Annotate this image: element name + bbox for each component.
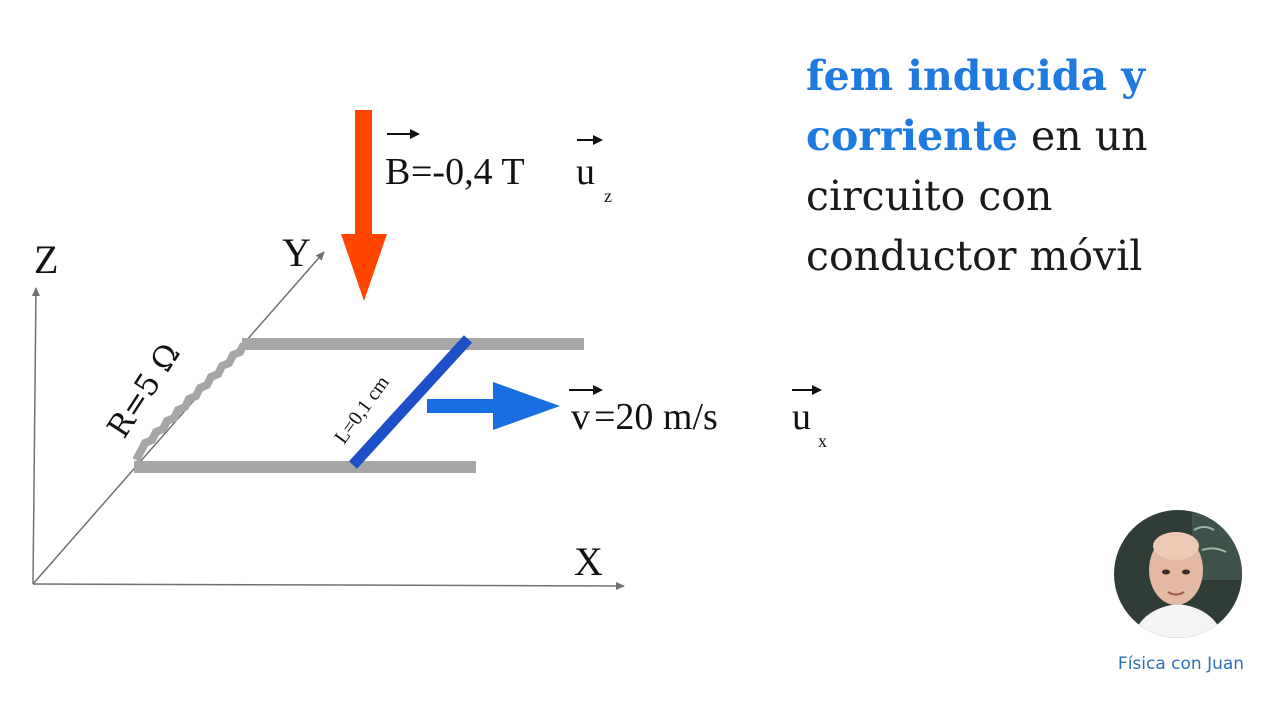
z-axis-label: Z [34,237,58,282]
field-unit-subscript: z [604,186,612,206]
title-highlight-1: fem inducida y [806,52,1146,100]
vector-arrow-icon [812,385,822,395]
velocity-symbol: v [571,396,590,438]
vector-arrow-icon [593,135,603,145]
z-axis [31,287,40,585]
vector-arrow-icon [410,129,420,139]
vector-arrow-icon [593,385,603,395]
field-symbol: B [385,151,410,193]
x-axis-label: X [574,539,603,584]
field-arrow-head [341,234,387,301]
velocity-unit-subscript: x [818,431,827,451]
field-unit-vector: u [576,151,595,193]
title-text-2: circuito con [806,172,1053,220]
velocity-arrow-head [493,382,560,430]
title-highlight-2: corriente [806,112,1019,160]
field-arrow-shaft [355,110,372,236]
velocity-equation: =20 m/s [594,396,727,438]
velocity-unit-vector: u [792,396,811,438]
y-axis [32,251,325,585]
title-text-1: en un [1018,112,1148,160]
presenter-avatar [1114,510,1242,638]
velocity-arrow-shaft [427,399,497,413]
moving-rod [348,335,473,469]
y-axis-label: Y [282,230,311,275]
field-equation: =-0,4 T [411,151,533,193]
title-text-3: conductor móvil [806,232,1143,280]
page-title: fem inducida y corriente en un circuito … [806,46,1246,286]
channel-credit: Física con Juan [1117,654,1245,674]
x-axis [32,581,625,590]
resistor-label: R=5 Ω [101,337,188,444]
resistor [132,342,248,462]
